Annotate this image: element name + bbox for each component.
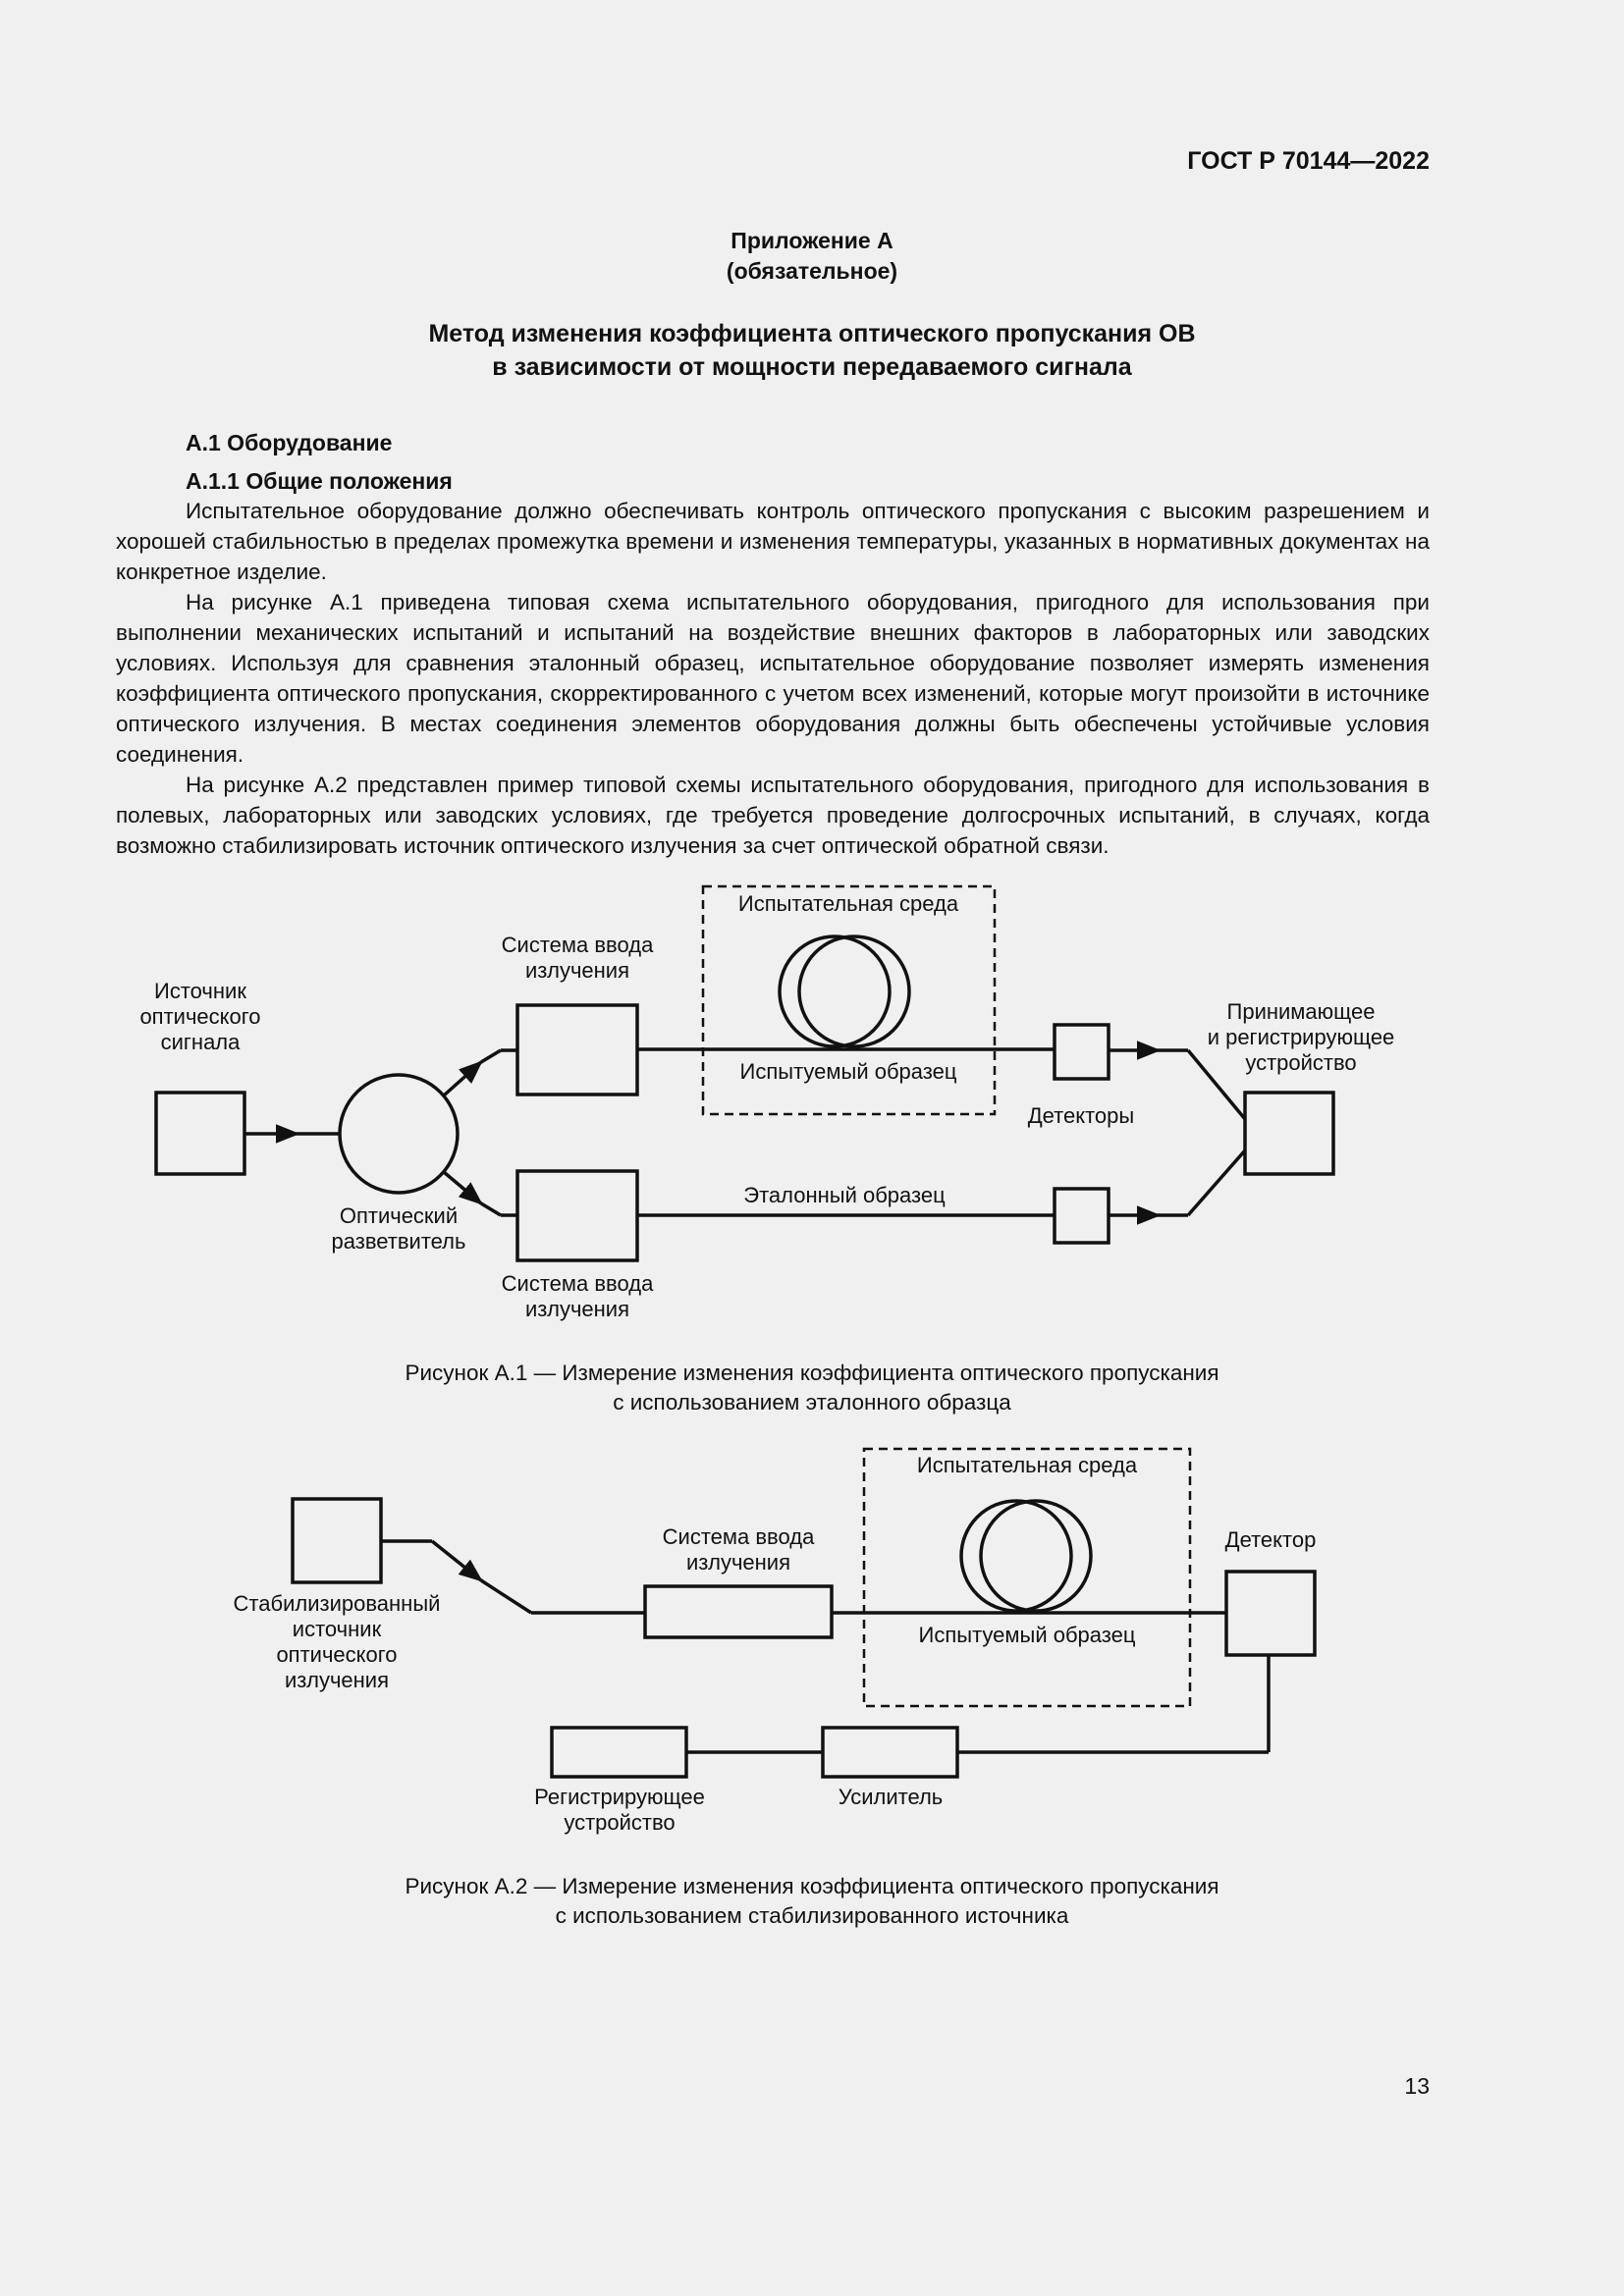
title-line-2: в зависимости от мощности передаваемого … xyxy=(492,353,1132,381)
fig1-detector-bottom xyxy=(1053,1187,1110,1245)
fig1-splitter-label-1: Оптический xyxy=(340,1203,458,1228)
paragraph-2: На рисунке А.1 приведена типовая схема и… xyxy=(116,590,1430,767)
title-line-1: Метод изменения коэффициента оптического… xyxy=(428,320,1196,347)
appendix-heading: Приложение А (обязательное) xyxy=(0,226,1624,287)
fig2-launch-label-2: излучения xyxy=(686,1550,790,1575)
fig2-amplifier-label: Усилитель xyxy=(839,1785,944,1809)
section-heading-a11: А.1.1 Общие положения xyxy=(186,468,453,494)
fig1-launch-box-bottom xyxy=(515,1169,639,1262)
fig2-recorder-box xyxy=(550,1726,688,1779)
figure-a1-caption: Рисунок А.1 — Измерение изменения коэффи… xyxy=(0,1359,1624,1417)
fig1-receiver-box xyxy=(1243,1091,1335,1176)
fig2-caption-line-1: Рисунок А.2 — Измерение изменения коэффи… xyxy=(405,1874,1219,1898)
fig1-caption-line-2: с использованием эталонного образца xyxy=(613,1390,1011,1415)
fig1-source-label-3: сигнала xyxy=(161,1030,242,1054)
fig2-env-label: Испытательная среда xyxy=(917,1453,1138,1477)
fig2-test-environment-box xyxy=(862,1447,1192,1708)
fig1-fiber-coil-1 xyxy=(778,934,892,1048)
fig2-detector-box xyxy=(1224,1570,1317,1657)
fig1-caption-line-1: Рисунок А.1 — Измерение изменения коэффи… xyxy=(405,1361,1219,1385)
appendix-label: Приложение А xyxy=(731,228,893,253)
fig1-receiver-label-3: устройство xyxy=(1245,1050,1356,1075)
appendix-status: (обязательное) xyxy=(726,258,898,284)
page-number: 13 xyxy=(1404,2073,1430,2099)
body-text: Испытательное оборудование должно обеспе… xyxy=(116,496,1430,861)
fig2-source-label-4: излучения xyxy=(285,1668,389,1692)
fig1-source-label-1: Источник xyxy=(154,979,246,1003)
fig2-recorder-label-1: Регистрирующее xyxy=(534,1785,705,1809)
fig1-launch-box-top xyxy=(515,1003,639,1096)
fig1-splitter-label-2: разветвитель xyxy=(332,1229,466,1254)
fig1-receiver-label-2: и регистрирующее xyxy=(1208,1025,1395,1049)
fig1-source-box xyxy=(154,1091,246,1176)
fig1-env-label: Испытательная среда xyxy=(738,891,959,916)
fig1-launch-bottom-label-2: излучения xyxy=(525,1297,629,1321)
fig1-sample-label: Испытуемый образец xyxy=(740,1059,957,1084)
fig2-recorder-label-2: устройство xyxy=(564,1810,675,1835)
figure-a2-caption: Рисунок А.2 — Измерение изменения коэффи… xyxy=(0,1872,1624,1931)
fig1-splitter-circle xyxy=(338,1073,460,1195)
paragraph-1: Испытательное оборудование должно обеспе… xyxy=(116,499,1430,584)
fig1-detectors-label: Детекторы xyxy=(1028,1103,1134,1128)
paragraph-3: На рисунке А.2 представлен пример типово… xyxy=(116,773,1430,858)
fig2-sample-label: Испытуемый образец xyxy=(919,1623,1136,1647)
fig2-detector-label: Детектор xyxy=(1225,1527,1317,1552)
fig1-launch-top-label-2: излучения xyxy=(525,958,629,983)
fig2-amplifier-box xyxy=(821,1726,959,1779)
fig1-test-environment-box xyxy=(701,884,997,1116)
fig2-source-label-1: Стабилизированный xyxy=(234,1591,441,1616)
fig2-source-label-2: источник xyxy=(293,1617,382,1641)
fig1-source-label-2: оптического xyxy=(139,1004,260,1029)
document-code: ГОСТ Р 70144—2022 xyxy=(1187,147,1430,175)
appendix-title: Метод изменения коэффициента оптического… xyxy=(0,317,1624,384)
fig2-fiber-coil-1 xyxy=(959,1499,1073,1613)
fig1-launch-top-label-1: Система ввода xyxy=(502,933,654,957)
fig1-detector-top xyxy=(1053,1023,1110,1081)
fig2-source-label-3: оптического xyxy=(276,1642,397,1667)
fig2-fiber-coil-2 xyxy=(979,1499,1093,1613)
fig1-launch-bottom-label-1: Система ввода xyxy=(502,1271,654,1296)
fig2-caption-line-2: с использованием стабилизированного исто… xyxy=(555,1903,1069,1928)
section-heading-a1: А.1 Оборудование xyxy=(186,430,393,455)
fig1-receiver-label-1: Принимающее xyxy=(1227,999,1376,1024)
fig1-reference-label: Эталонный образец xyxy=(743,1183,946,1207)
fig2-launch-label-1: Система ввода xyxy=(663,1524,815,1549)
fig1-fiber-coil-2 xyxy=(797,934,911,1048)
fig2-source-box xyxy=(291,1497,383,1584)
fig2-launch-box xyxy=(643,1584,834,1639)
